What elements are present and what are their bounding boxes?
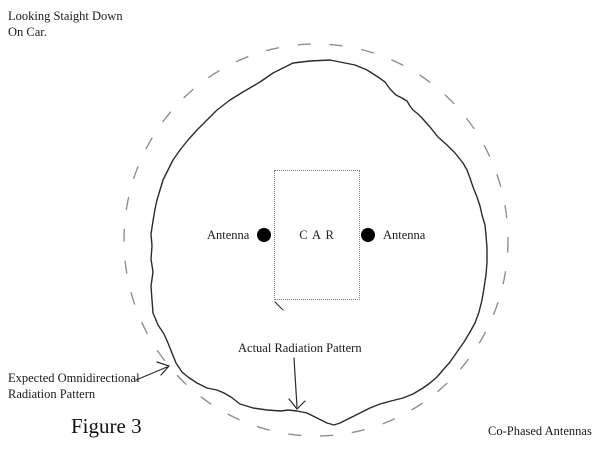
car-outline: C A R [274,170,360,300]
right-antenna-label: Antenna [383,228,426,242]
expected-pattern-label: Expected Omnidirectional Radiation Patte… [8,370,140,402]
view-note-line2: On Car. [8,25,47,39]
figure-caption: Figure 3 [71,414,142,438]
right-antenna-dot [361,228,375,242]
expected-omnidirectional-pattern-circle [123,43,509,437]
view-note: Looking Staight Down On Car. [8,8,123,40]
expected-pattern-label-line1: Expected Omnidirectional [8,371,140,385]
view-note-line1: Looking Staight Down [8,9,123,23]
expected-pattern-label-line2: Radiation Pattern [8,387,96,401]
stray-mark [274,301,284,311]
car-label: C A R [299,227,335,242]
left-antenna-label: Antenna [207,228,250,242]
actual-pattern-arrow [288,357,306,410]
expected-pattern-arrow [135,361,171,381]
actual-radiation-pattern-curve [150,59,488,426]
actual-pattern-label: Actual Radiation Pattern [238,341,362,355]
corner-caption: Co-Phased Antennas [488,424,592,438]
left-antenna-dot [257,228,271,242]
